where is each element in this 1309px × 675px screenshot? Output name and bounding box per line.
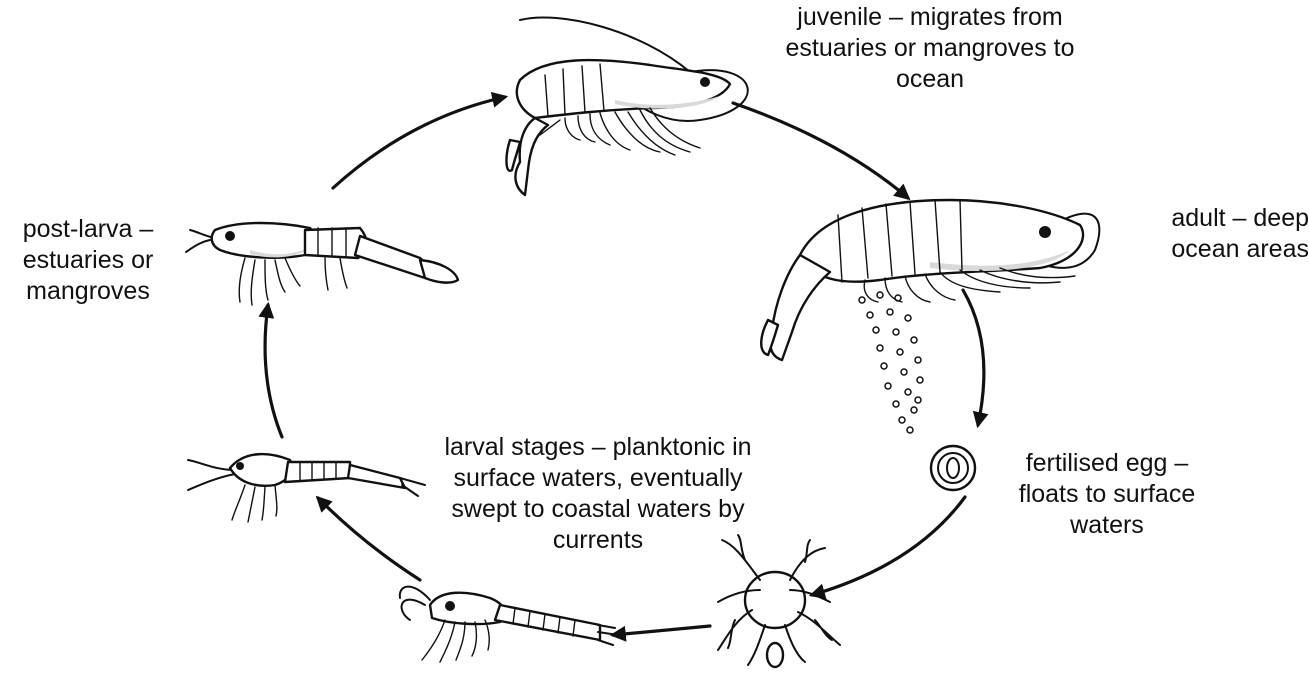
post-larva-label-line-3: mangroves	[0, 276, 176, 307]
fertilised-egg-label-line-2: floats to surface	[992, 479, 1222, 510]
arrow-zoea-to-mysis	[318, 498, 420, 580]
arrow-adult-to-egg	[963, 290, 984, 425]
larval-stages-label-line-1: larval stages – planktonic in	[428, 432, 768, 463]
adult-label: adult – deep ocean areas	[1130, 203, 1309, 265]
adult-shrimp	[761, 200, 1099, 360]
larval-stages-label-line-3: swept to coastal waters by	[428, 494, 768, 525]
fertilised-egg-label-line-1: fertilised egg –	[992, 448, 1222, 479]
mysis-larva	[188, 454, 425, 522]
larval-stages-label: larval stages – planktonic in surface wa…	[428, 432, 768, 556]
juvenile-label-line-2: estuaries or mangroves to	[770, 33, 1090, 64]
fertilised-egg-label-line-3: waters	[992, 510, 1222, 541]
post-larva-label: post-larva – estuaries or mangroves	[0, 214, 176, 307]
arrow-egg-to-nauplius	[812, 497, 965, 595]
arrow-juvenile-to-adult	[733, 103, 908, 198]
adult-label-line-1: adult – deep	[1130, 203, 1309, 234]
juvenile-shrimp	[506, 17, 747, 195]
fertilised-egg-label: fertilised egg – floats to surface water…	[992, 448, 1222, 541]
arrow-postlarva-to-juvenile	[333, 97, 505, 188]
juvenile-label-line-1: juvenile – migrates from	[770, 2, 1090, 33]
larval-stages-label-line-2: surface waters, eventually	[428, 463, 768, 494]
egg-stream	[859, 292, 923, 433]
arrow-nauplius-to-zoea	[613, 626, 710, 635]
post-larva-shrimp	[186, 223, 458, 305]
adult-label-line-2: ocean areas	[1130, 234, 1309, 265]
juvenile-label-line-3: ocean	[770, 64, 1090, 95]
larval-stages-label-line-4: currents	[428, 525, 768, 556]
post-larva-label-line-2: estuaries or	[0, 245, 176, 276]
juvenile-label: juvenile – migrates from estuaries or ma…	[770, 2, 1090, 95]
post-larva-label-line-1: post-larva –	[0, 214, 176, 245]
arrow-mysis-to-postlarva	[265, 305, 282, 437]
zoea-larva	[400, 587, 618, 662]
fertilised-egg	[931, 446, 975, 490]
